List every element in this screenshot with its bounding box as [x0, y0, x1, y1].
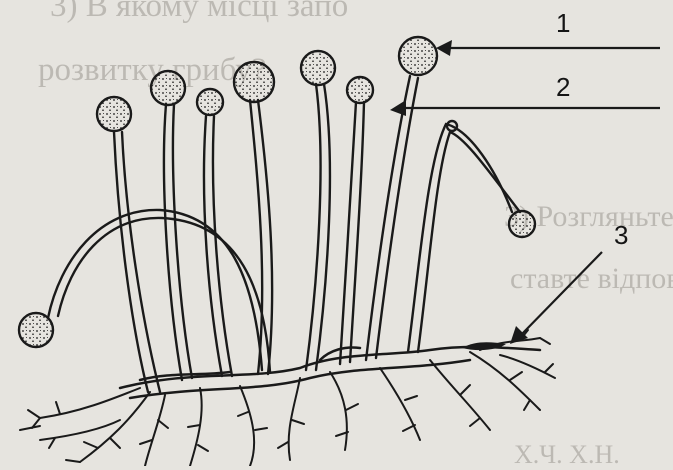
sporangium-a [97, 97, 131, 131]
arrowhead-1-icon [436, 40, 452, 56]
arrowhead-2-icon [390, 100, 406, 116]
callout-number-1: 1 [556, 10, 570, 36]
rhizoids [20, 330, 555, 466]
sporangia [19, 37, 535, 347]
sporangium-h [509, 211, 535, 237]
sporangium-f [347, 77, 373, 103]
sporangium-c [197, 89, 223, 115]
sporangium-g [399, 37, 437, 75]
leader-line-3 [520, 252, 602, 336]
callout-leaders [390, 40, 660, 344]
callout-number-3: 3 [614, 222, 628, 248]
sporangium-b [151, 71, 185, 105]
sporangium-left [19, 313, 53, 347]
sporangium-e [301, 51, 335, 85]
sporangium-d [234, 62, 274, 102]
callout-number-2: 2 [556, 74, 570, 100]
rhizoid-cluster [462, 342, 506, 350]
